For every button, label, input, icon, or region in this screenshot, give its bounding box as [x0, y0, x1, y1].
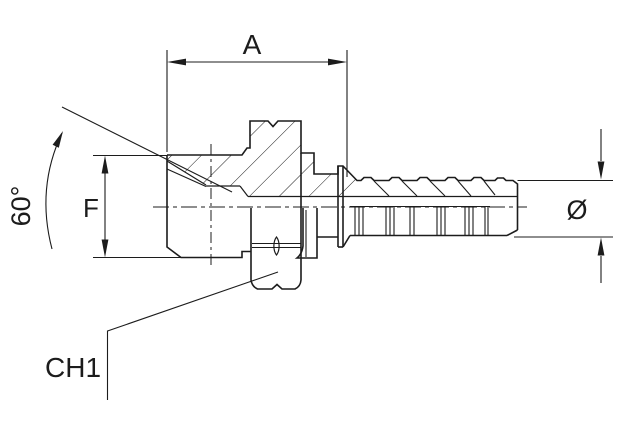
collar-exterior — [294, 208, 338, 259]
dimension-f: F — [83, 154, 181, 259]
dim-d-arrow-bottom — [597, 237, 605, 256]
dimension-a: A — [166, 29, 348, 177]
dim-f-arrow-top — [101, 155, 109, 174]
internal-cone-and-bore — [166, 160, 518, 198]
barb-groove-lines — [354, 206, 489, 236]
dimension-a-label: A — [243, 29, 262, 60]
fitting-outline-top — [167, 120, 519, 230]
hex-face-lens — [273, 236, 280, 256]
dim-a-arrow-left — [167, 58, 186, 66]
dim-d-arrow-top — [597, 161, 605, 180]
dimension-f-label: F — [83, 193, 99, 223]
callout-ch1: CH1 — [45, 271, 279, 400]
hex-size-label: CH1 — [45, 352, 101, 383]
dimension-cone-angle: 60° — [6, 106, 233, 250]
barb-flank-lines — [373, 180, 496, 197]
staple-lip — [337, 166, 351, 248]
cone-angle-label: 60° — [6, 186, 36, 227]
dimension-diameter: Ø — [514, 129, 613, 283]
thread-exterior-bottom — [166, 155, 251, 259]
cone-angle-arrow — [52, 131, 63, 148]
dim-a-arrow-right — [328, 58, 347, 66]
hose-diameter-label: Ø — [566, 195, 587, 225]
dim-f-arrow-bottom — [101, 239, 109, 258]
section-hatching — [167, 121, 357, 197]
hex-exterior — [250, 153, 302, 290]
hose-tail-bottom — [350, 205, 518, 237]
